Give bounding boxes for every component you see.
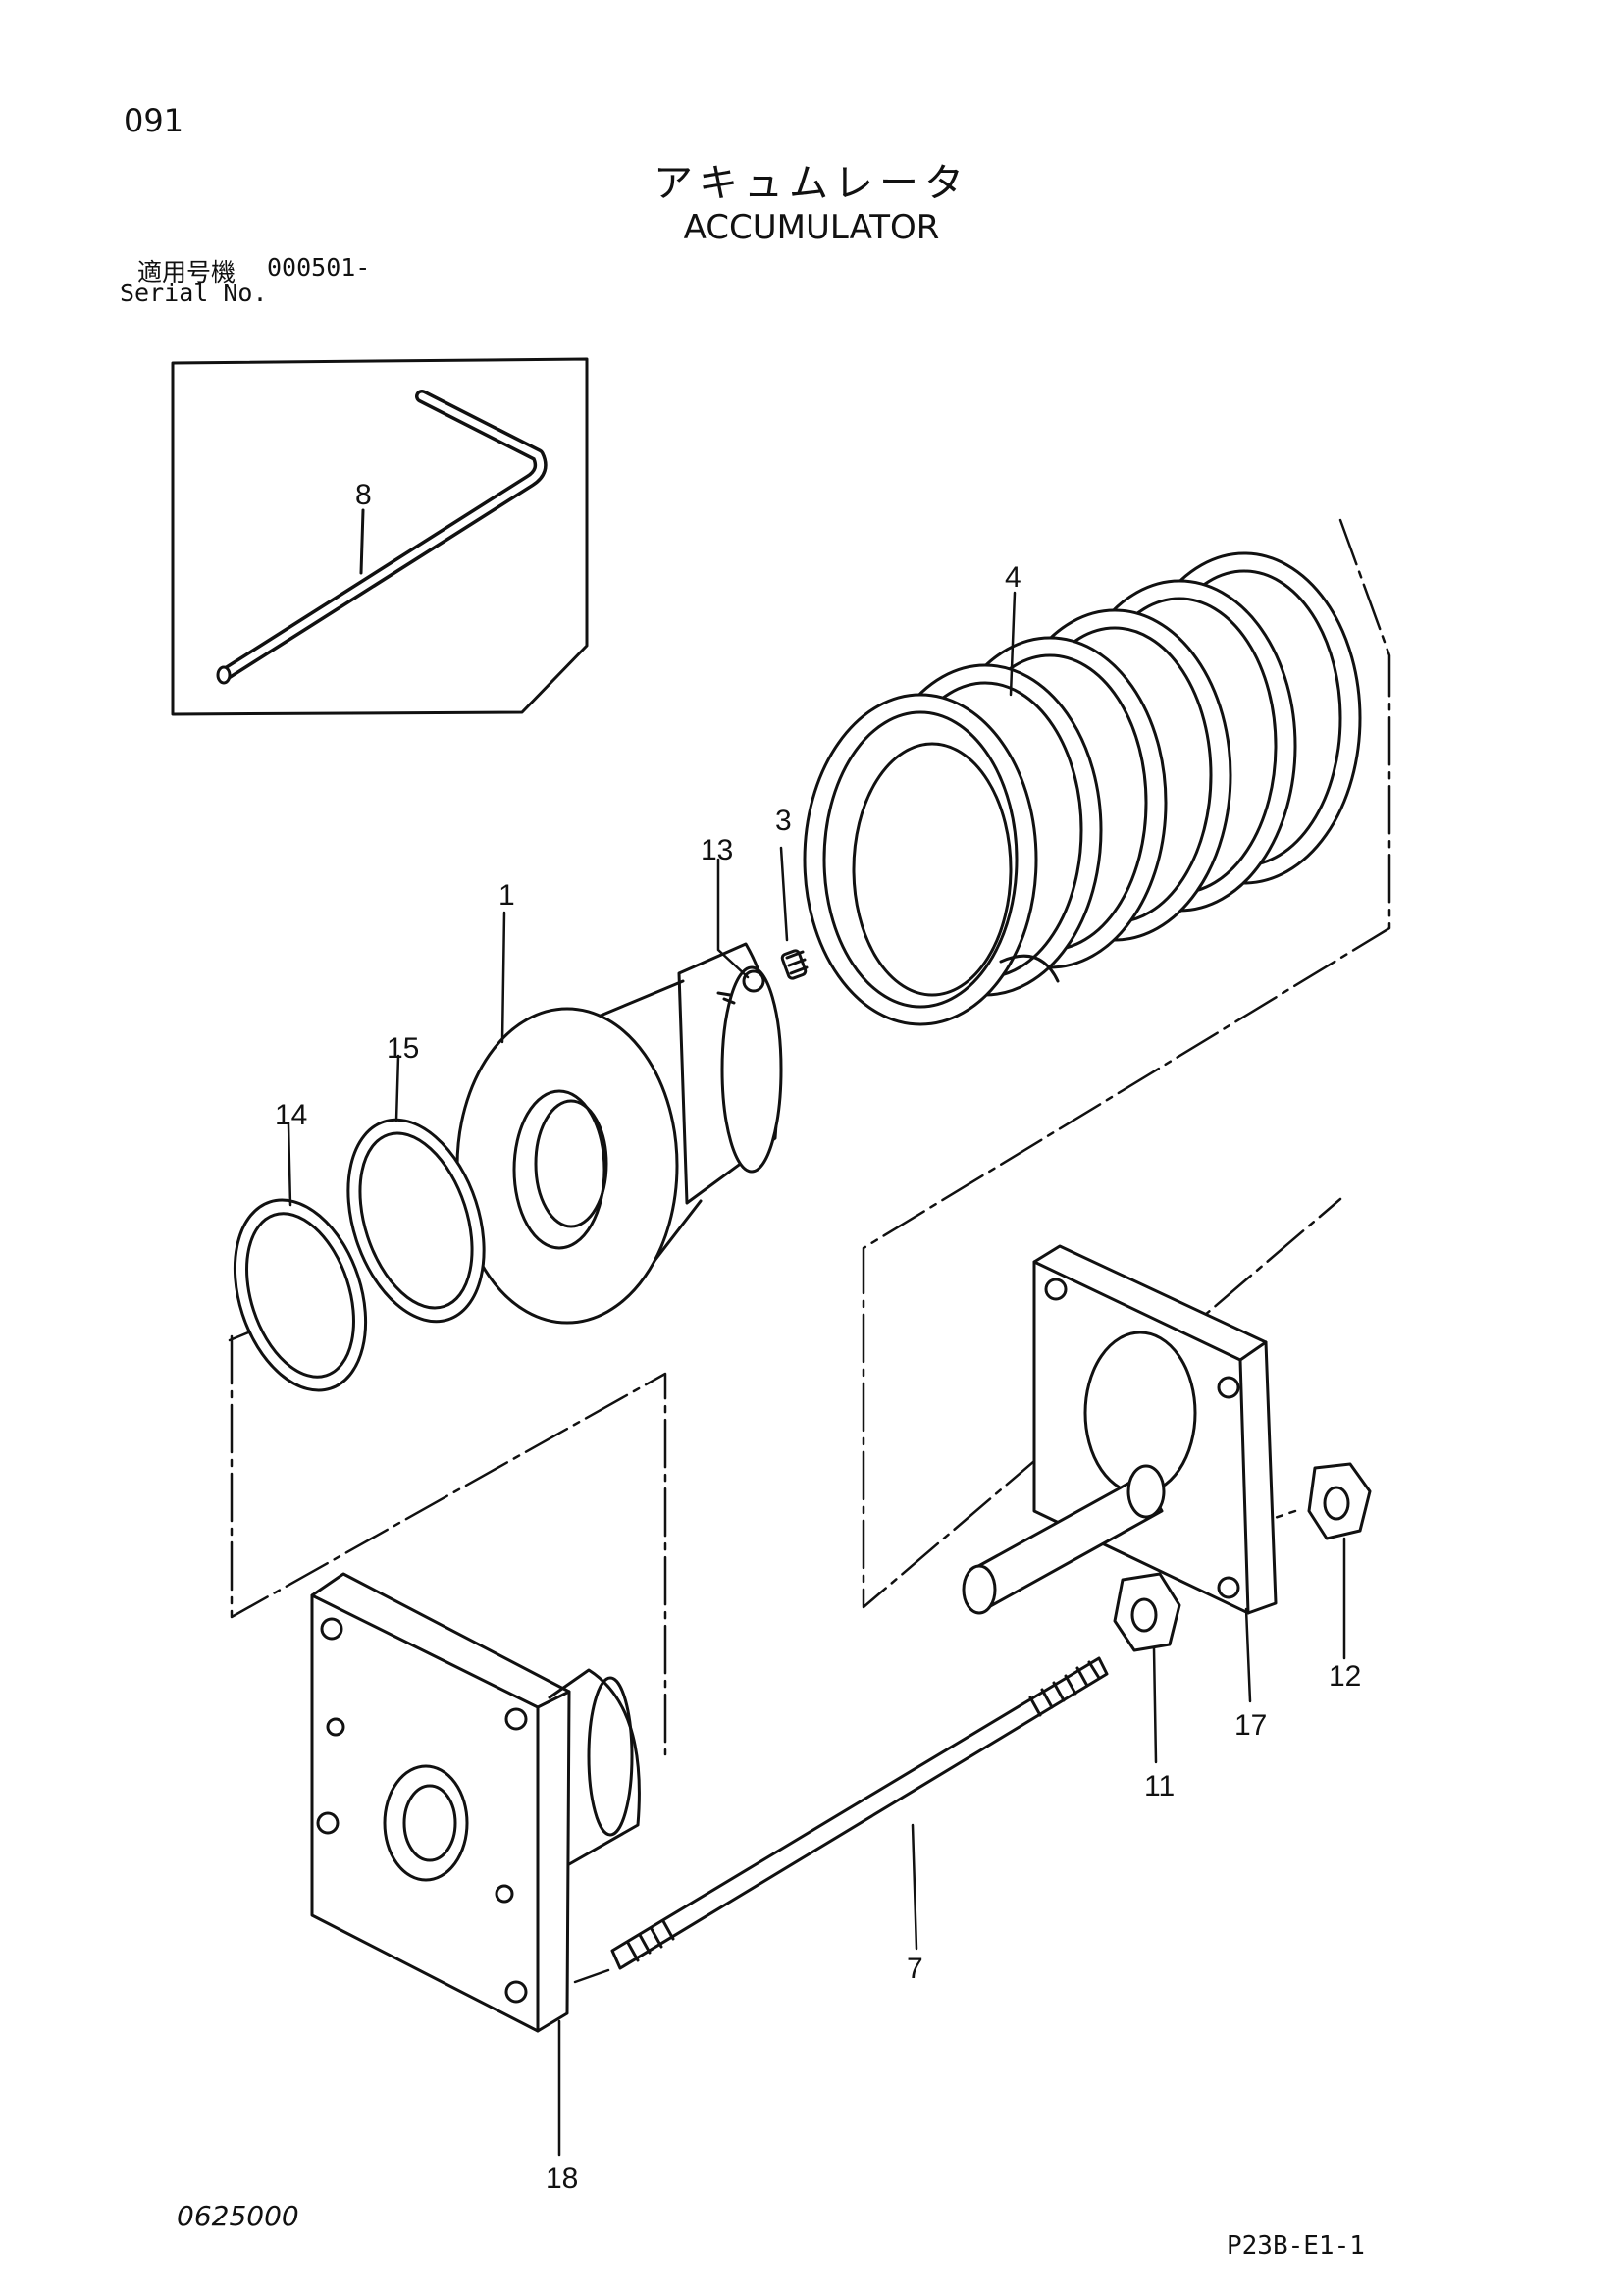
callout-1: 1 <box>498 879 515 912</box>
reference-code: P23B-E1-1 <box>1227 2231 1365 2261</box>
plate-with-rod-part-17 <box>962 1244 1278 1615</box>
title-english: ACCUMULATOR <box>683 208 940 247</box>
callout-8: 8 <box>355 479 372 511</box>
serial-number: 000501- <box>267 253 371 282</box>
serial-label-japanese: 適用号機 <box>137 258 236 287</box>
callout-12: 12 <box>1329 1660 1361 1693</box>
wrench-inset-box <box>171 357 589 716</box>
callout-3: 3 <box>775 805 792 837</box>
spring-part-4 <box>803 551 1362 1026</box>
tie-rod-part-7 <box>610 1656 1109 1970</box>
ring-part-15 <box>346 1118 486 1324</box>
hex-wrench-part-8 <box>216 390 548 685</box>
nut-part-11 <box>1113 1572 1181 1652</box>
flange-part-18 <box>310 1572 641 2033</box>
callout-17: 17 <box>1234 1709 1267 1742</box>
serial-label-english: Serial No. <box>120 279 268 307</box>
callout-11: 11 <box>1144 1770 1175 1802</box>
set-screw-part-3 <box>780 949 809 980</box>
callout-7: 7 <box>907 1953 923 1985</box>
leader-8 <box>359 508 365 575</box>
nut-part-12 <box>1307 1462 1372 1540</box>
drawing-number: 0625000 <box>177 2200 299 2232</box>
callout-15: 15 <box>387 1032 419 1065</box>
title-japanese: アキュムレータ <box>654 161 969 206</box>
piston-part-1 <box>455 942 783 1325</box>
page-number: 091 <box>124 102 184 139</box>
ring-part-14 <box>233 1198 368 1392</box>
callout-4: 4 <box>1005 561 1021 594</box>
callout-18: 18 <box>546 2163 578 2195</box>
ball-part-13 <box>742 969 765 993</box>
leader-lines <box>287 591 1346 2157</box>
callout-13: 13 <box>701 834 733 866</box>
callout-14: 14 <box>275 1099 307 1131</box>
